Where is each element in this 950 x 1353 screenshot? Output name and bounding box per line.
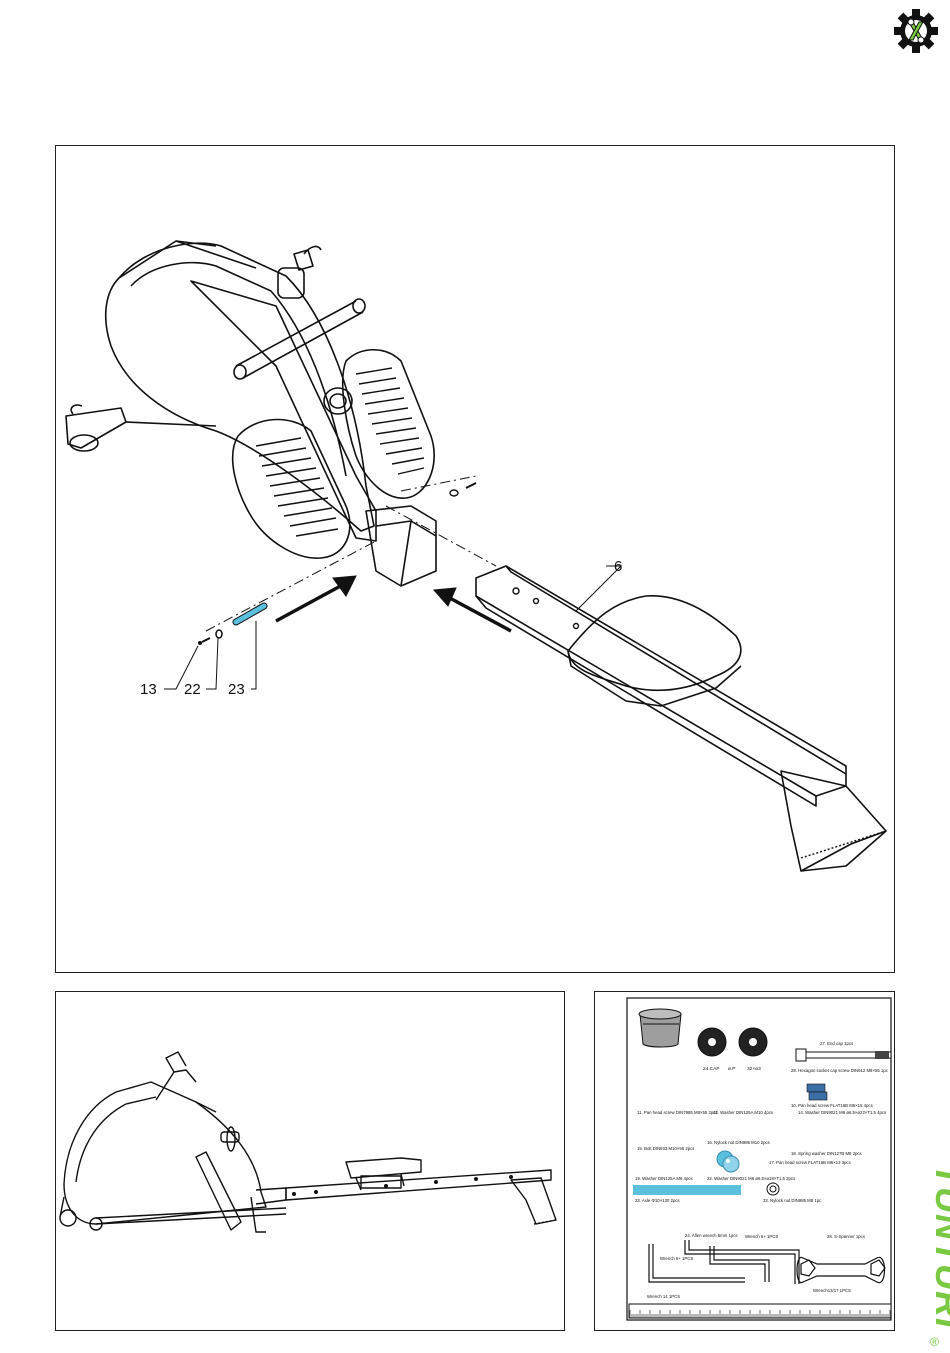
part-label-hex-socket: 28. Hexagon socket cap screw DIN912 M8×5… xyxy=(791,1068,889,1073)
hardware-parts-sheet: 24.CAP ø.P 32×ø3 27. End cap 1pcs 28. He… xyxy=(626,997,892,1321)
part-label-end-cap: 27. End cap 1pcs xyxy=(820,1041,853,1046)
assembly-diagram-panel: 13 22 23 6 xyxy=(55,145,895,973)
hardware-parts-panel: 24.CAP ø.P 32×ø3 27. End cap 1pcs 28. He… xyxy=(594,991,895,1331)
callout-6: 6 xyxy=(614,558,622,575)
part-label-allen-1: 24. Allen wrench 5mm 1pcs xyxy=(685,1233,738,1238)
part-label-wrench-6: Wrench 6+ 1PCS xyxy=(745,1234,778,1239)
part-label-washer-3: 19. Washer DIN125A M6 4pcs xyxy=(635,1176,693,1181)
svg-text:TUNTURI: TUNTURI xyxy=(928,1164,950,1329)
part-label-spanner: 28. S-Spanner 1pcs xyxy=(827,1234,865,1239)
callout-22: 22 xyxy=(184,681,201,698)
cap-label-2: ø.P xyxy=(728,1066,735,1072)
cap-label-3: 32×ø3 xyxy=(747,1066,761,1072)
rower-rail-assembly-drawing: 13 22 23 6 xyxy=(65,240,887,872)
part-label-axle: 23. Axle Φ10×130 2pcs xyxy=(635,1198,680,1203)
part-label-washer-1: 12. Washer DIN125A M10 4pcs xyxy=(713,1110,773,1115)
assembled-side-view-panel xyxy=(55,991,565,1331)
part-label-wrench-6b: Wrench 6+ 1PCS xyxy=(660,1256,693,1261)
part-label-pan-head-3: 17. Pan head screw FLAT16B M6×12 3pcs xyxy=(769,1160,851,1165)
part-label-pan-head-2: 11. Pan head screw DIN7985 M8×55 2pcs xyxy=(637,1110,718,1115)
part-label-washer-2: 14. Washer DIN9021 M6 ø6.5×ø22×T1.5 4pcs xyxy=(798,1110,886,1115)
part-label-nylock-1: 16. Nylock nut DIN985 M10 2pcs xyxy=(707,1140,770,1145)
tunturi-brand-logo: TUNTURI ® xyxy=(928,1164,950,1349)
part-label-nylock-2: 33. Nylock nut DIN985 M8 1pc xyxy=(763,1198,822,1203)
part-label-wrench-14: Wrench 14 1PCS xyxy=(647,1294,680,1299)
wrench-gear-logo-icon xyxy=(894,9,938,53)
part-label-pan-head-1: 10. Pan head screw FLAT16B M6×15 4pcs xyxy=(791,1103,873,1108)
part-label-spring-washer: 18. Spring washer DIN127B M8 2pcs xyxy=(791,1151,862,1156)
callout-23: 23 xyxy=(228,681,245,698)
part-label-bolt: 15. Bolt DIN933 M10×55 2pcs xyxy=(637,1146,694,1151)
bucket-icon xyxy=(638,1008,682,1048)
part-label-washer-4: 22. Washer DIN9021 M6 ø6.5×ø18×T1.5 2pcs xyxy=(707,1176,795,1181)
callout-13: 13 xyxy=(140,681,157,698)
part-label-wrench-13: Wrench13/17 1PCS xyxy=(813,1288,851,1293)
svg-text:®: ® xyxy=(930,1335,939,1349)
cap-label-1: 24.CAP xyxy=(703,1066,720,1072)
rower-side-view-drawing xyxy=(59,1051,557,1233)
